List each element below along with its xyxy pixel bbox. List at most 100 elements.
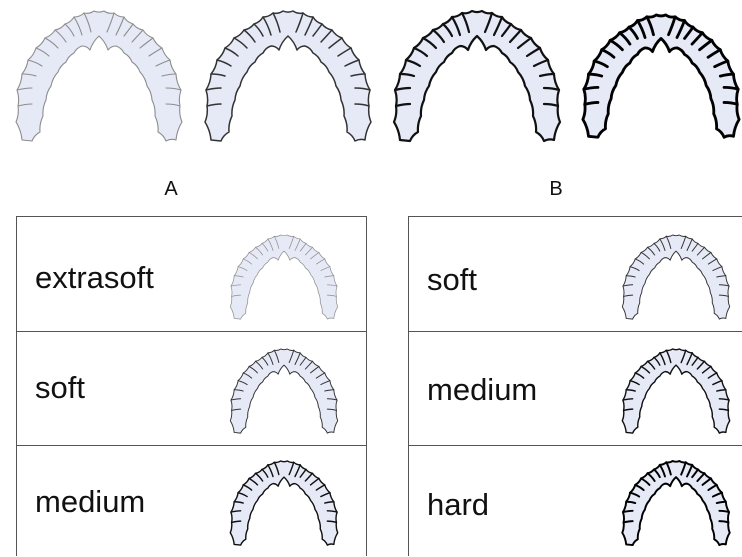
hardness-label: soft xyxy=(35,370,85,405)
tooth-separator xyxy=(312,23,323,37)
tooth-separator xyxy=(625,275,636,278)
tooth-separator xyxy=(393,86,412,92)
tooth-separator xyxy=(421,36,438,50)
table-row: soft xyxy=(17,331,366,445)
tooth-separator xyxy=(646,360,656,370)
tooth-separator xyxy=(231,408,242,411)
tooth-separator xyxy=(516,36,533,50)
tooth-separator xyxy=(309,477,320,486)
tooth-separator xyxy=(686,352,693,366)
tooth-separator xyxy=(691,242,699,252)
tooth-separator xyxy=(324,501,335,504)
table-group-b: soft medium hard xyxy=(408,216,742,556)
tooth-separator xyxy=(320,380,331,386)
tooth-separator xyxy=(646,472,656,482)
table-row: extrasoft xyxy=(17,217,366,331)
tooth-separator xyxy=(315,372,326,379)
tooth-separator xyxy=(713,59,730,69)
tooth-separator xyxy=(123,23,134,37)
tooth-separator xyxy=(621,509,634,514)
tooth-separator xyxy=(640,251,650,260)
tooth-separator xyxy=(701,477,712,486)
tooth-separator xyxy=(273,349,280,364)
tooth-separator xyxy=(698,38,714,52)
tooth-separator xyxy=(711,491,723,498)
tooth-separator xyxy=(230,520,242,524)
tooth-separator xyxy=(398,72,416,78)
tooth-separator xyxy=(206,103,222,107)
tooth-separator xyxy=(645,15,655,37)
tooth-separator xyxy=(441,22,454,38)
tooth-separator xyxy=(255,360,264,370)
tooth-separator xyxy=(337,47,352,57)
tooth-separator xyxy=(350,73,366,77)
tooth-separator xyxy=(17,103,33,107)
tooth-separator xyxy=(161,73,177,77)
tooth-separator xyxy=(237,266,248,271)
tooth-separator xyxy=(592,59,609,69)
arch-outline xyxy=(229,460,339,546)
tooth-separator xyxy=(712,379,723,386)
tooth-separator xyxy=(299,468,307,478)
tooth-separator xyxy=(582,85,600,91)
tooth-separator xyxy=(500,22,513,38)
tooth-separator xyxy=(273,235,280,249)
tooth-separator xyxy=(718,72,735,78)
tooth-separator xyxy=(647,246,656,256)
tooth-separator xyxy=(261,356,269,366)
tooth-separator xyxy=(288,461,295,476)
tooth-separator xyxy=(707,483,718,492)
tooth-separator xyxy=(233,37,248,49)
hardness-label: hard xyxy=(427,487,490,522)
tooth-separator xyxy=(659,352,666,366)
table-row: hard xyxy=(409,445,742,557)
tooth-separator xyxy=(242,484,253,491)
tooth-separator xyxy=(718,408,730,412)
tooth-separator xyxy=(718,509,731,514)
tooth-separator xyxy=(54,29,67,43)
tooth-separator xyxy=(115,16,125,36)
tooth-separator xyxy=(326,510,338,513)
tooth-separator xyxy=(299,243,307,252)
group-label-b: B xyxy=(549,178,563,200)
tooth-separator xyxy=(691,356,699,366)
hardness-label: extrasoft xyxy=(35,260,154,295)
tooth-separator xyxy=(210,73,226,77)
tooth-separator xyxy=(21,73,37,77)
tooth-separator xyxy=(27,59,43,67)
tooth-separator xyxy=(16,87,33,91)
tooth-separator xyxy=(608,38,624,52)
tooth-separator xyxy=(295,12,304,33)
tooth-separator xyxy=(233,275,244,278)
tooth-separator xyxy=(629,266,640,272)
dental-arch-icon xyxy=(204,10,372,142)
tooth-separator xyxy=(64,23,75,37)
tooth-separator xyxy=(718,398,730,401)
tooth-separator xyxy=(248,477,259,486)
tooth-separator xyxy=(600,48,616,59)
tooth-separator xyxy=(625,389,636,392)
tooth-separator xyxy=(722,101,739,106)
tooth-separator xyxy=(139,37,154,49)
tooth-separator xyxy=(701,365,712,374)
dental-arch-icon xyxy=(229,234,339,320)
tooth-separator xyxy=(715,500,727,504)
tooth-separator xyxy=(718,294,729,297)
tooth-separator xyxy=(272,12,281,33)
hardness-label: soft xyxy=(427,262,477,297)
tooth-separator xyxy=(538,72,556,78)
arch-outline xyxy=(229,348,339,434)
tooth-separator xyxy=(627,25,639,40)
tooth-separator xyxy=(261,468,269,478)
table-group-a: extrasoft soft medium xyxy=(16,216,367,556)
tooth-separator xyxy=(634,258,645,265)
tooth-separator xyxy=(542,86,561,92)
hardness-label: medium xyxy=(35,484,146,519)
arch-outline xyxy=(621,348,731,434)
dental-arch-icon xyxy=(229,460,339,546)
dental-arch-icon xyxy=(15,10,183,142)
tooth-separator xyxy=(653,356,661,366)
tooth-separator xyxy=(294,238,301,251)
tooth-separator xyxy=(696,246,705,256)
tooth-separator xyxy=(716,389,727,392)
